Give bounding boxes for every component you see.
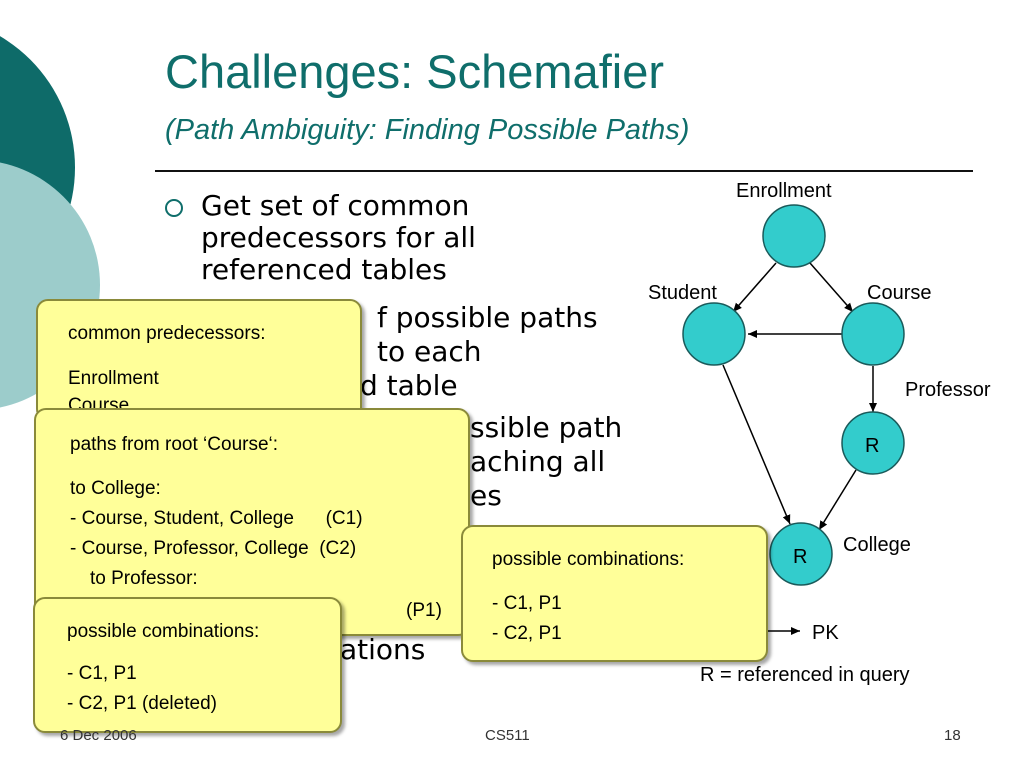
marker-professor: R [865,435,879,457]
node-student [682,302,746,366]
footer-page-number: 18 [944,727,961,744]
callout-predecessors-heading: common predecessors: [68,323,266,344]
bullet-1-line-1: Get set of common [201,189,470,222]
callout-paths-to-college: to College: [70,478,161,499]
node-college [769,522,833,586]
label-enrollment: Enrollment [736,180,832,202]
marker-college: R [793,546,807,568]
legend-referenced-label: R = referenced in query [700,664,910,686]
callout-paths-c2: - Course, Professor, College (C2) [70,538,357,559]
bullet-2-line-3: d table [360,369,458,402]
bullet-3-line-3: es [470,479,502,512]
callout-combinations-right-item: - C2, P1 [492,623,562,644]
callout-paths-c1: - Course, Student, College (C1) [70,508,363,529]
footer-date: 6 Dec 2006 [60,727,137,744]
edge-student-college [722,364,791,525]
edge-enrollment-student [732,262,777,313]
label-student: Student [648,282,717,304]
callout-combinations-right: possible combinations: - C1, P1 - C2, P1 [461,525,768,662]
label-professor: Professor [905,379,991,401]
edge-professor-college [818,469,857,531]
callout-combinations-left-item: - C1, P1 [67,663,137,684]
callout-paths-to-professor: to Professor: [90,568,198,589]
callout-combinations-right-heading: possible combinations: [492,549,685,570]
slide-title: Challenges: Schemafier [165,45,664,98]
callout-combinations-right-item: - C1, P1 [492,593,562,614]
callout-paths-heading: paths from root ‘Course‘: [70,434,279,455]
node-enrollment [762,204,826,268]
bullet-1-line-3: referenced tables [201,253,447,286]
bullet-1-line-2: predecessors for all [201,221,476,254]
callout-common-predecessors: common predecessors: Enrollment Course [36,299,362,421]
footer-course: CS511 [485,727,530,744]
bullet-3-line-1: ssible path [470,411,623,444]
callout-combinations-left-heading: possible combinations: [67,621,260,642]
bullet-2-line-2: to each [377,335,482,368]
node-professor [841,411,905,475]
callout-combinations-left-item: - C2, P1 (deleted) [67,693,217,714]
legend-pk-label: PK [812,622,839,644]
callout-predecessors-item: Enrollment [68,368,159,389]
title-divider [155,170,973,172]
callout-combinations-left: possible combinations: - C1, P1 - C2, P1… [33,597,342,733]
bullet-3-line-2: aching all [470,445,606,478]
bullet-4-line-1: ations [340,633,426,666]
bullet-ring-icon [165,199,183,217]
label-college: College [843,534,911,556]
edge-enrollment-course [809,262,854,313]
callout-paths-p1: (P1) [406,600,442,621]
slide-subtitle: (Path Ambiguity: Finding Possible Paths) [165,114,690,146]
bullet-2-line-1: f possible paths [377,301,598,334]
label-course: Course [867,282,931,304]
node-course [841,302,905,366]
